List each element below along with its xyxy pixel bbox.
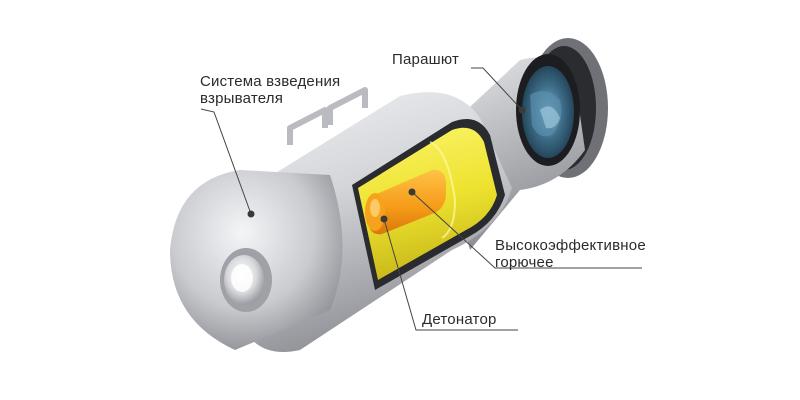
nose-cone: [170, 170, 343, 350]
label-fuse-line2: взрывателя: [200, 90, 284, 107]
leader-line-explosive: [411, 191, 642, 269]
parachute: [522, 66, 574, 158]
leader-dots: [247, 106, 526, 223]
label-explosive: Высокоэффективное горючее: [495, 237, 646, 271]
leader-dot-fuse: [247, 210, 255, 218]
leader-dot-explosive: [408, 188, 416, 196]
leader-line-parachute: [471, 67, 523, 111]
leader-line-fuse: [200, 108, 252, 215]
leader-line-detonator: [383, 218, 518, 331]
label-parachute-text: Парашют: [392, 51, 460, 68]
label-detonator-text: Детонатор: [422, 311, 497, 328]
label-parachute: Парашют: [392, 51, 459, 68]
label-fuse-arming-system: Система взведения взрывателя: [200, 73, 340, 107]
label-explosive-line1: Высокоэффективное: [495, 237, 646, 254]
leader-lines: [200, 67, 642, 331]
leader-dot-parachute: [518, 106, 526, 114]
detonator: [365, 169, 446, 235]
suspension-lugs: [287, 87, 368, 145]
label-detonator: Детонатор: [422, 311, 497, 328]
label-explosive-line2: горючее: [495, 254, 554, 271]
label-fuse-line1: Система взведения: [200, 73, 341, 90]
leader-dot-detonator: [380, 215, 388, 223]
